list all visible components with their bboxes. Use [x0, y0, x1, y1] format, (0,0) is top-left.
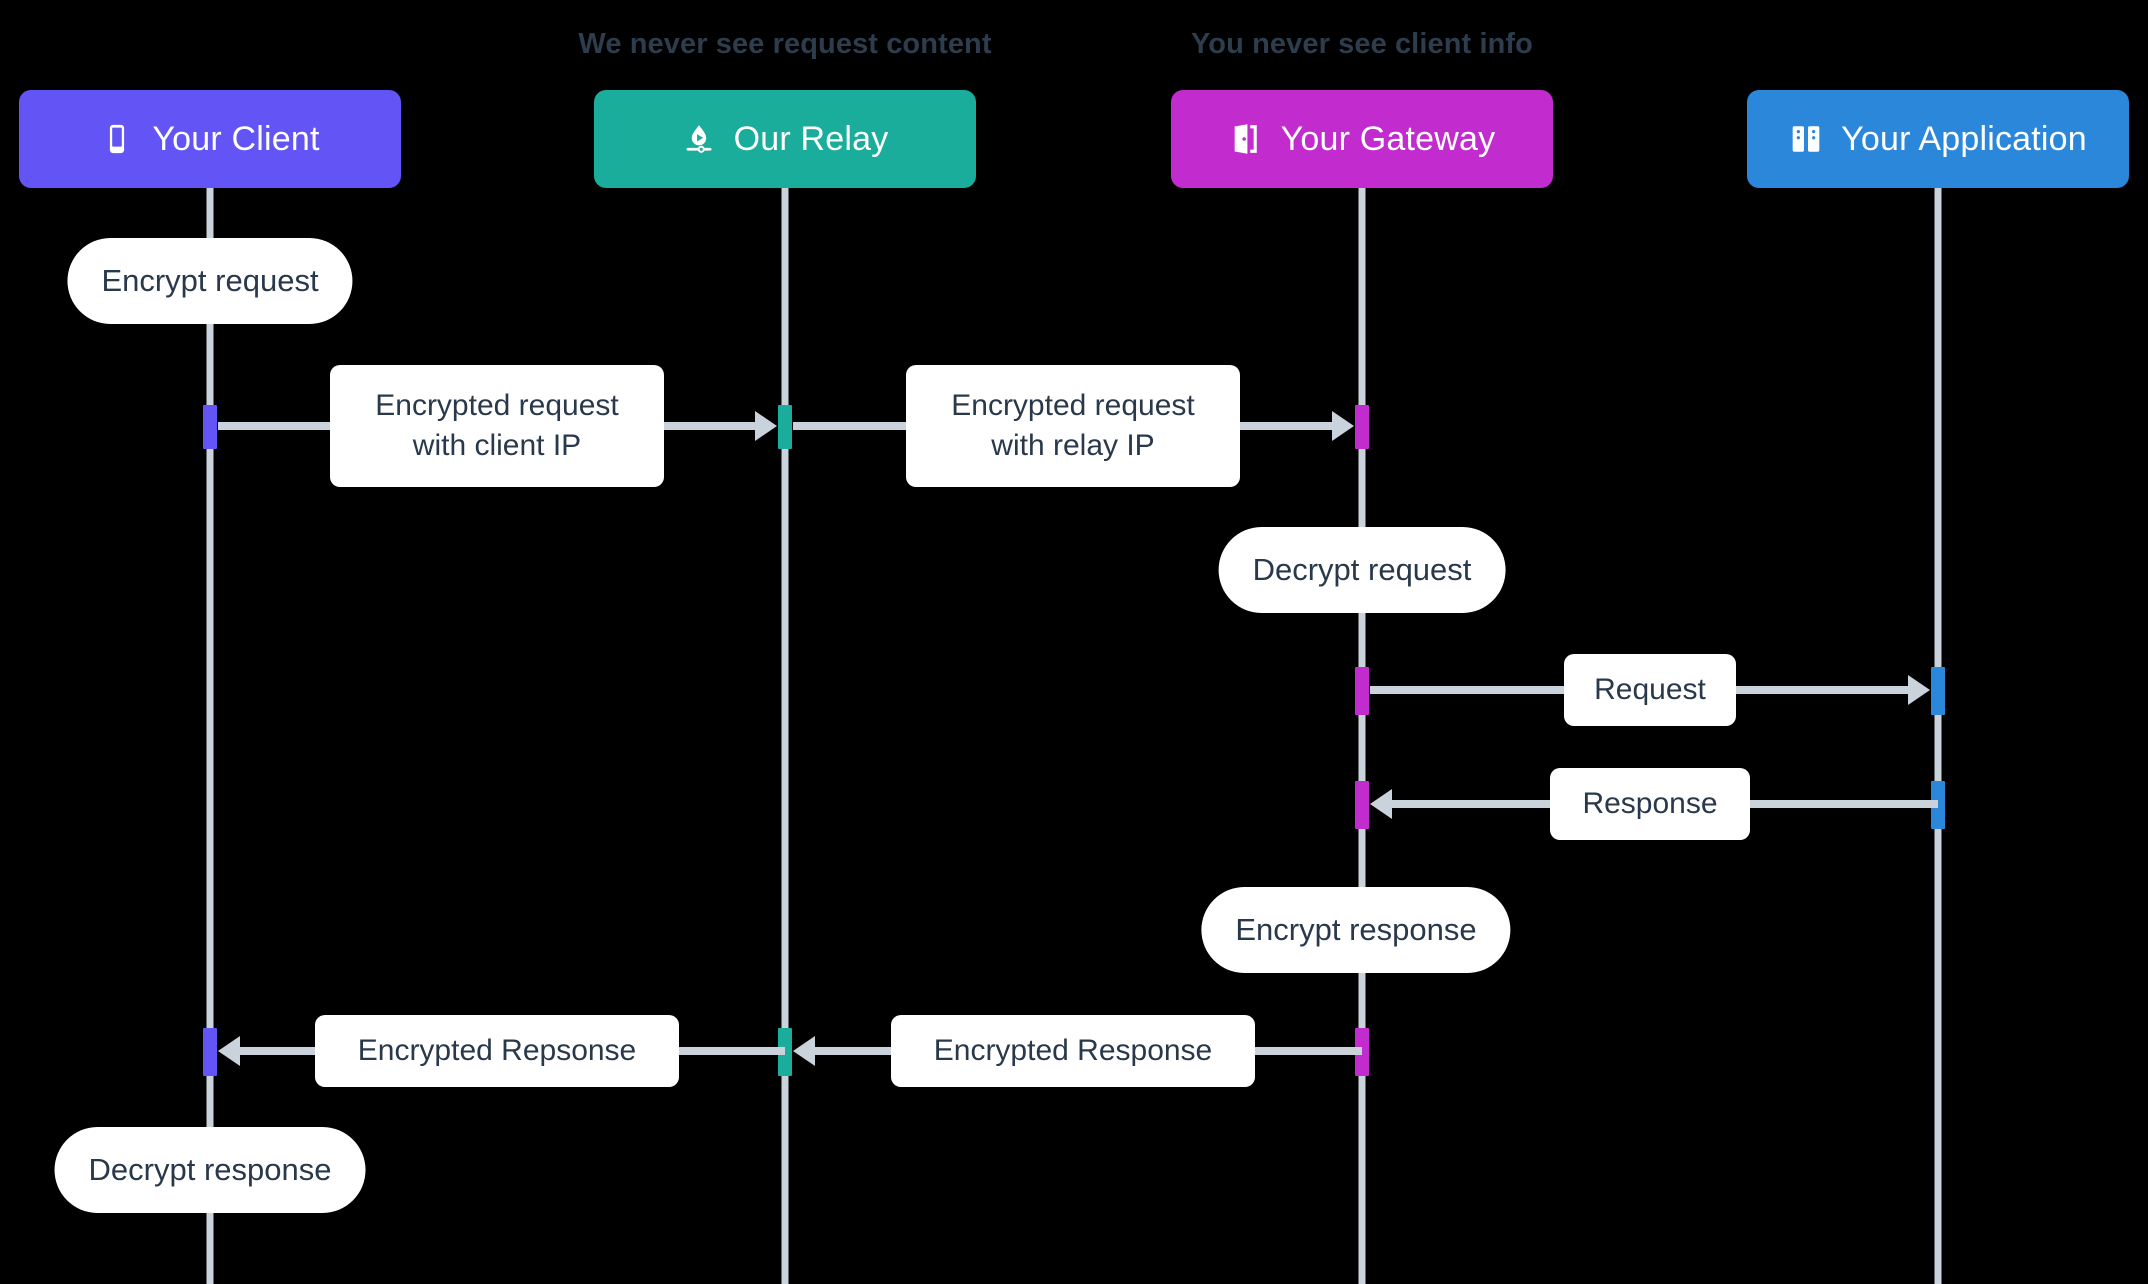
- participant-your-gateway[interactable]: Your Gateway: [1171, 90, 1553, 188]
- mobile-phone-icon: [100, 122, 134, 156]
- activation-bar-your-gateway: [1355, 667, 1369, 715]
- lifeline-your-application: [1934, 160, 1942, 1284]
- arrow-head-left: [1370, 789, 1392, 819]
- activation-bar-your-application: [1931, 781, 1945, 829]
- participant-your-application[interactable]: Your Application: [1747, 90, 2129, 188]
- participant-your-client[interactable]: Your Client: [19, 90, 401, 188]
- participant-label: Your Client: [152, 119, 320, 158]
- activation-bar-your-client: [203, 405, 217, 449]
- activation-bar-your-gateway: [1355, 781, 1369, 829]
- activation-bar-your-gateway: [1355, 405, 1369, 449]
- arrow-head-left: [793, 1036, 815, 1066]
- note-decrypt-request: Decrypt request: [1218, 527, 1506, 613]
- gateway-door-icon: [1229, 122, 1263, 156]
- message-label-response: Response: [1550, 768, 1750, 840]
- activation-bar-our-relay: [778, 1028, 792, 1076]
- activation-bar-your-client: [203, 1028, 217, 1076]
- participant-label: Our Relay: [733, 119, 889, 158]
- lifeline-our-relay: [781, 160, 789, 1284]
- annotation-we-never-see-request-content: We never see request content: [578, 28, 992, 60]
- activation-bar-our-relay: [778, 405, 792, 449]
- lifeline-your-gateway: [1358, 160, 1366, 1284]
- arrow-head-right: [1908, 675, 1930, 705]
- note-encrypt-request: Encrypt request: [67, 238, 353, 324]
- message-label-encrypted-request-with-client-ip: Encrypted request with client IP: [330, 365, 664, 487]
- participant-our-relay[interactable]: Our Relay: [594, 90, 976, 188]
- note-decrypt-response: Decrypt response: [54, 1127, 366, 1213]
- message-label-encrypted-request-with-relay-ip: Encrypted request with relay IP: [906, 365, 1240, 487]
- arrow-head-right: [755, 411, 777, 441]
- activation-bar-your-gateway: [1355, 1028, 1369, 1076]
- annotation-you-never-see-client-info: You never see client info: [1190, 28, 1534, 60]
- message-label-request: Request: [1564, 654, 1736, 726]
- arrow-head-left: [218, 1036, 240, 1066]
- message-label-encrypted-response: Encrypted Response: [891, 1015, 1255, 1087]
- participant-label: Your Application: [1841, 119, 2087, 158]
- note-encrypt-response: Encrypt response: [1201, 887, 1511, 973]
- server-rack-icon: [1789, 122, 1823, 156]
- message-label-encrypted-repsonse: Encrypted Repsonse: [315, 1015, 679, 1087]
- lifeline-your-client: [206, 160, 214, 1284]
- participant-label: Your Gateway: [1280, 119, 1496, 158]
- activation-bar-your-application: [1931, 667, 1945, 715]
- arrow-head-right: [1332, 411, 1354, 441]
- relay-antenna-icon: [682, 122, 716, 156]
